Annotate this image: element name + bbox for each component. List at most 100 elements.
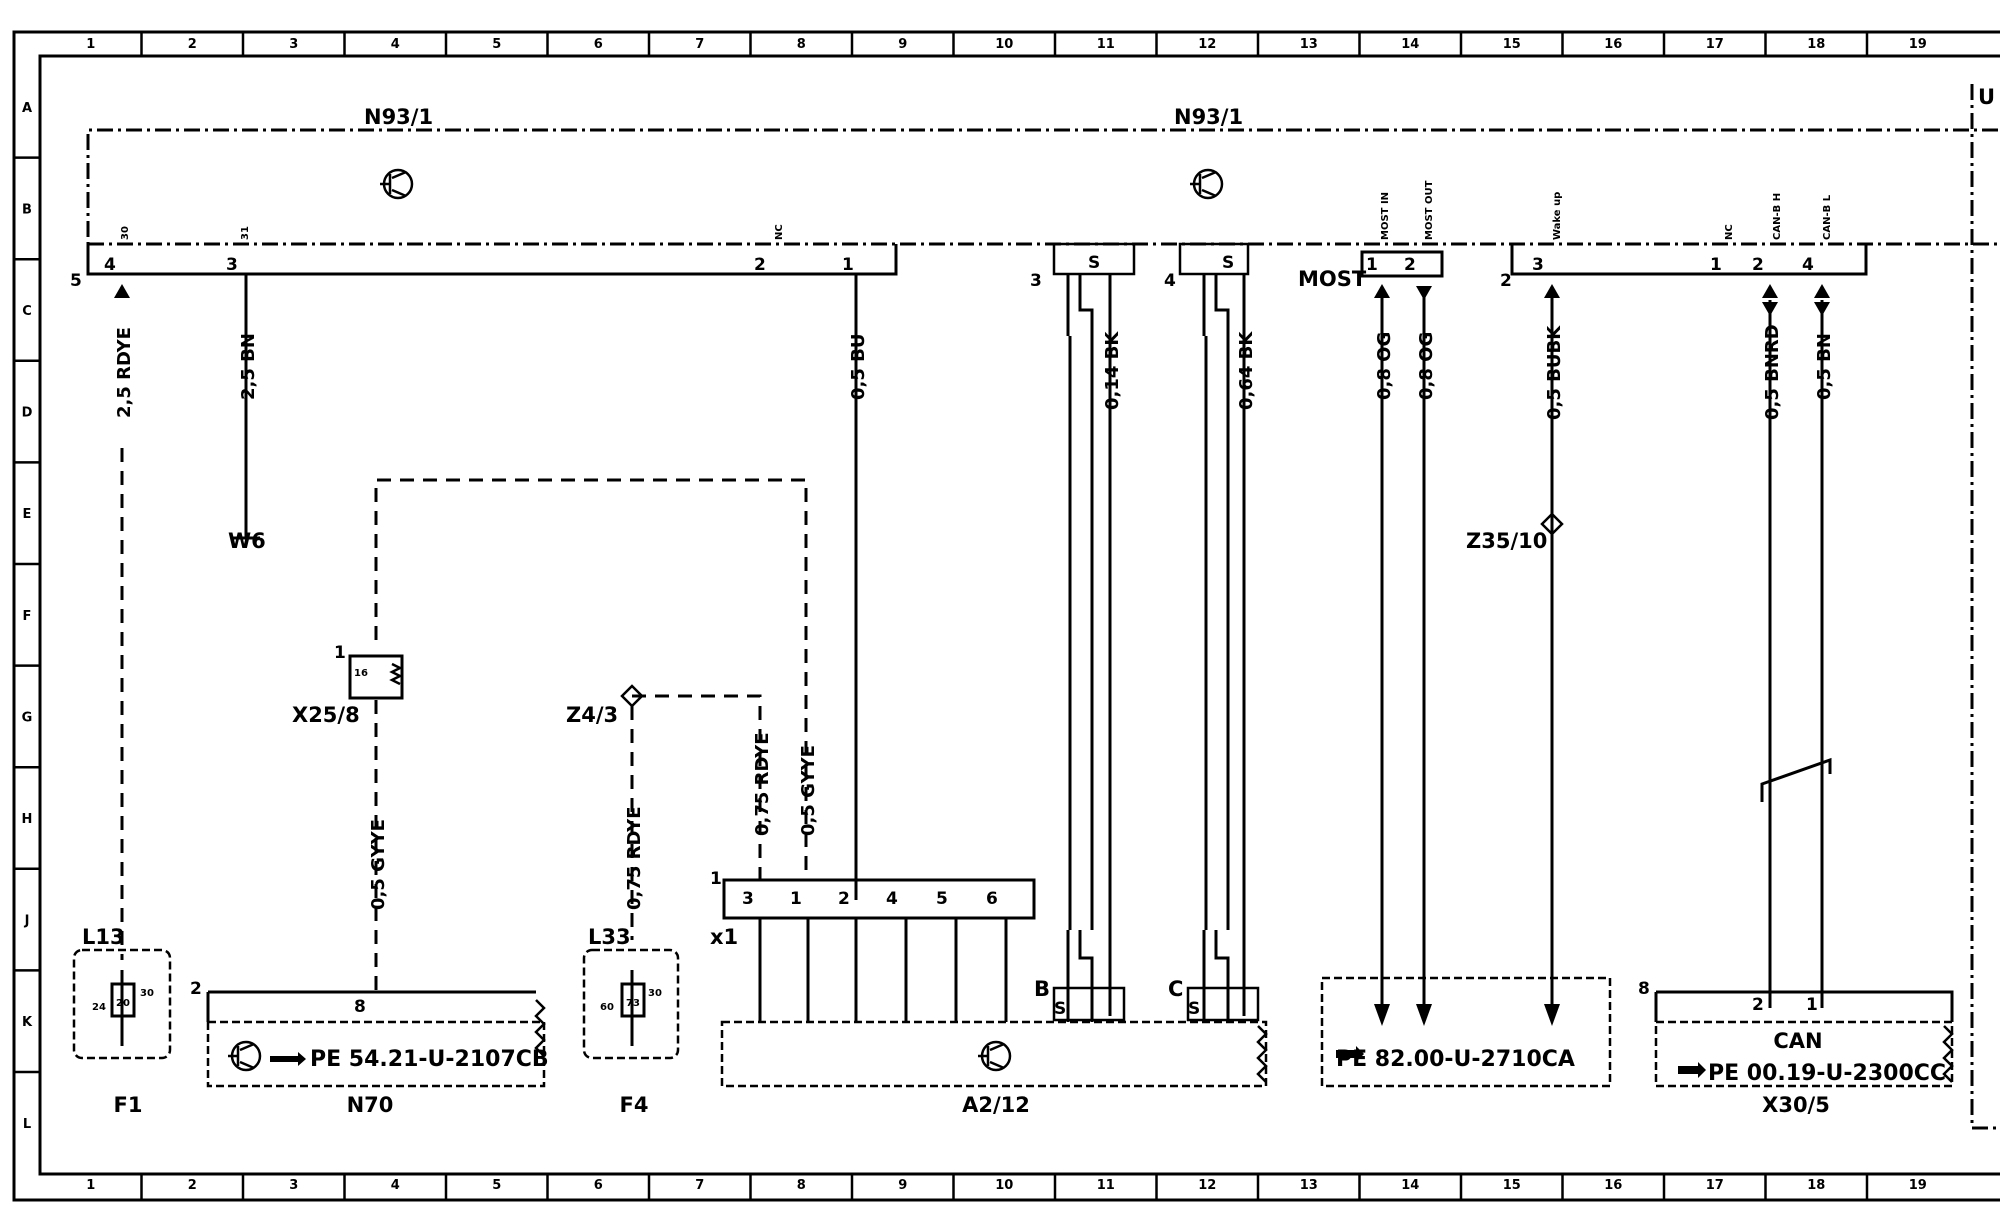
pin-label: 1 [334,643,346,663]
pin-label: 16 [354,668,368,679]
pin-label: 73 [626,998,640,1009]
shield-s-label: S [1054,999,1066,1019]
reference-pointer-icon [270,1052,306,1066]
component-label-x30-5: X30/5 [1762,1093,1830,1117]
column-number-top: 9 [898,37,907,52]
splice-z35-10-icon [1540,512,1564,536]
column-number-bottom: 12 [1198,1178,1216,1193]
column-number-top: 11 [1097,37,1115,52]
pin-label: 1 [1710,255,1722,275]
connector-most [1360,250,1444,278]
component-label-z35-10: Z35/10 [1466,529,1547,553]
shielded-cables [1052,274,1260,1022]
frame-labels: 1122334455667788991010111112121313141415… [22,37,1927,1193]
pin-function-label: MOST IN [1380,192,1391,240]
wire-label: 0,8 OG [1374,332,1395,400]
row-letter: C [22,304,32,319]
column-number-bottom: 1 [86,1178,95,1193]
column-number-bottom: 2 [188,1178,197,1193]
pin-function-label: 31 [240,226,251,240]
component-label-f1: F1 [114,1093,143,1117]
row-letter: B [22,202,32,217]
connector-right [1510,244,1868,276]
column-number-top: 15 [1503,37,1521,52]
column-number-bottom: 19 [1909,1178,1927,1193]
pin-label: 24 [92,1002,106,1013]
component-label-n70: N70 [347,1093,394,1117]
reference-most: PE 82.00-U-2710CA [1336,1047,1575,1072]
pin-label: 3 [1030,271,1042,291]
connector-x1 [722,878,1036,920]
column-number-bottom: 4 [391,1178,400,1193]
electronic-module-icon [380,168,414,200]
pin-label: 3 [742,889,754,909]
shield-s-label: S [1222,253,1234,273]
column-number-top: 13 [1300,37,1318,52]
column-number-bottom: 6 [594,1178,603,1193]
column-number-top: 6 [594,37,603,52]
pin-label: 6 [986,889,998,909]
component-label-l33: L33 [588,925,631,949]
electronic-module-icon [1190,168,1224,200]
column-number-top: 1 [86,37,95,52]
pin-label: 2 [1752,995,1764,1015]
column-number-top: 2 [188,37,197,52]
wire-label: 0,8 OG [1416,332,1437,400]
component-a2-12-box [720,1020,1268,1088]
pin-label: 2 [754,255,766,275]
pin-label: 1 [1806,995,1818,1015]
pin-function-label: NC [774,224,785,240]
pin-label: 3 [226,255,238,275]
connector-left [86,244,898,276]
reference-pointer-icon [1336,1046,1364,1062]
column-number-bottom: 17 [1706,1178,1724,1193]
pin-function-label: Wake up [1552,192,1563,240]
column-number-bottom: 7 [695,1178,704,1193]
column-number-top: 5 [492,37,501,52]
connector-x25-8 [348,654,404,700]
row-letter: D [22,406,33,421]
pin-label: 1 [790,889,802,909]
pin-function-label: NC [1724,224,1735,240]
column-number-bottom: 16 [1604,1178,1622,1193]
wire-label: 0,5 GYYE [368,819,389,910]
column-number-bottom: 3 [289,1178,298,1193]
pin-label: 3 [1532,255,1544,275]
pin-function-label: CAN-B H [1772,193,1783,240]
shield-c-label: C [1168,977,1183,1001]
column-number-top: 12 [1198,37,1216,52]
right-edge-fragment: U [1978,85,1995,109]
pin-label: 30 [648,988,662,999]
shield-s-label: S [1088,253,1100,273]
row-letter: L [23,1117,31,1132]
pin-label: 4 [886,889,898,909]
column-number-bottom: 10 [995,1178,1013,1193]
column-number-bottom: 9 [898,1178,907,1193]
column-number-top: 19 [1909,37,1927,52]
column-number-top: 4 [391,37,400,52]
pin-label: 20 [116,998,130,1009]
pin-label: 2 [1404,255,1416,275]
reference-pointer-icon [1678,1062,1706,1078]
wire-label: 0,5 BUBK [1544,325,1565,420]
component-label-x25-8: X25/8 [292,703,360,727]
pin-label: 2 [190,979,202,999]
can-label: CAN [1773,1029,1822,1053]
column-number-bottom: 15 [1503,1178,1521,1193]
pin-label: 5 [936,889,948,909]
frame-ticks [14,32,1869,1200]
pin-label: 4 [1802,255,1814,275]
pin-function-label: MOST OUT [1424,180,1435,240]
component-label-f4: F4 [620,1093,649,1117]
component-label-w6: W6 [228,529,266,553]
wires-solid [232,274,1832,1016]
wire-label: 0,14 BK [1102,331,1123,410]
outer-frame [12,30,2000,1202]
pin-label: 2 [1752,255,1764,275]
module-title-left: N93/1 [364,105,433,129]
wire-label: 2,5 RDYE [114,327,135,418]
pin-label: 30 [140,988,154,999]
column-number-top: 8 [797,37,806,52]
pin-label: 4 [104,255,116,275]
